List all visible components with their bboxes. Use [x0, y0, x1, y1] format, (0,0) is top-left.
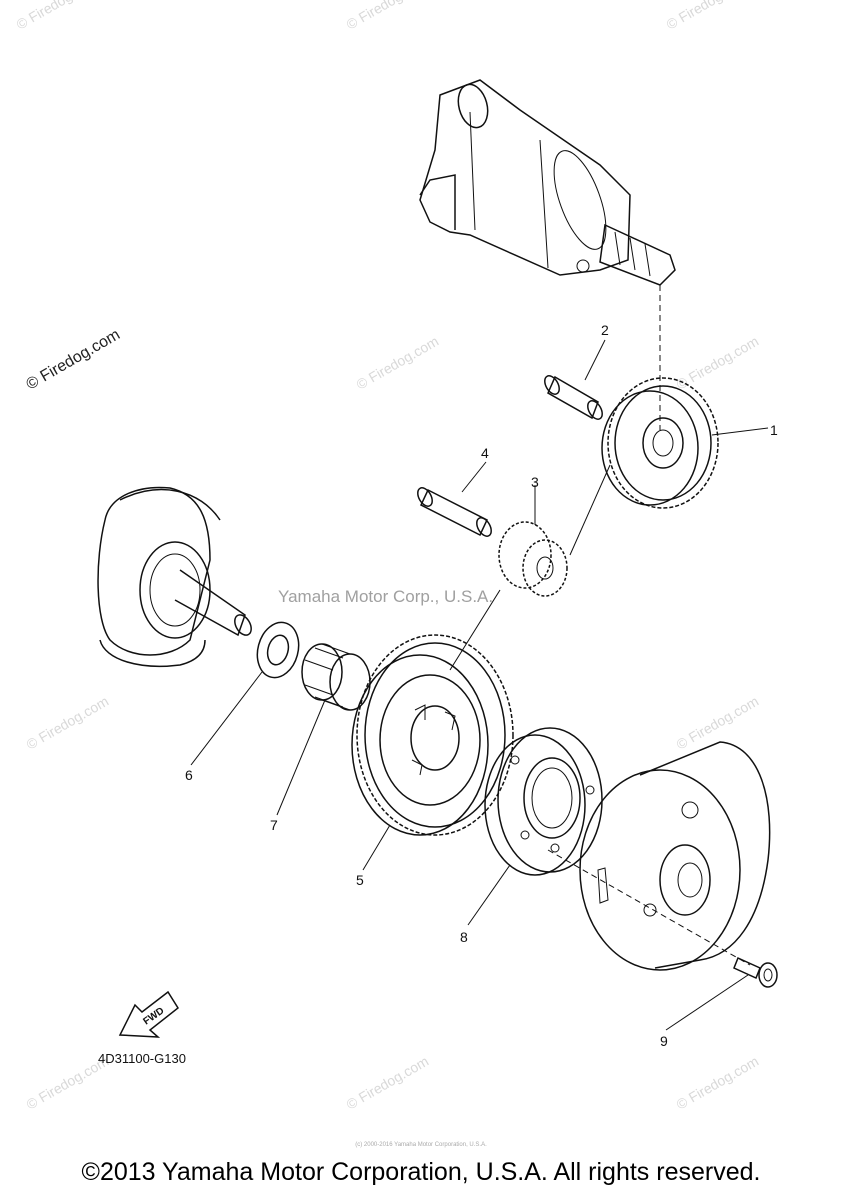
firedog-watermark-dark: © Firedog.com: [24, 326, 124, 393]
part-2-pin: [544, 375, 603, 420]
callout-numbers: 1 2 3 4 5 6 7 8 9: [185, 322, 778, 1049]
watermark: © Firedog.com: [674, 1053, 762, 1113]
callout-6: 6: [185, 767, 193, 783]
part-5-starter-wheel-gear: [351, 634, 514, 836]
crankshaft: [97, 486, 252, 667]
watermark: © Firedog.com: [354, 333, 442, 393]
small-print: (c) 2000-2016 Yamaha Motor Corporation, …: [355, 1142, 487, 1148]
part-8-starter-clutch: [484, 727, 603, 876]
diagram-code: 4D31100-G130: [98, 1051, 186, 1066]
part-3-idler-gear: [498, 521, 568, 597]
starter-motor: [419, 79, 676, 430]
part-9-bolt: [733, 956, 778, 988]
part-1-gear: [601, 377, 719, 509]
callout-1: 1: [770, 422, 778, 438]
callout-5: 5: [356, 872, 364, 888]
watermark: © Firedog.com: [14, 0, 102, 33]
callout-3: 3: [531, 474, 539, 490]
watermark: © Firedog.com: [344, 1053, 432, 1113]
watermark: © Firedog.com: [344, 0, 432, 33]
copyright-text: ©2013 Yamaha Motor Corporation, U.S.A. A…: [81, 1158, 761, 1186]
flywheel-rotor: [547, 741, 771, 971]
callout-4: 4: [481, 445, 489, 461]
callout-8: 8: [460, 929, 468, 945]
center-watermark: Yamaha Motor Corp., U.S.A.: [278, 587, 493, 606]
fwd-arrow-icon: FWD: [118, 990, 179, 1038]
leader-lines: [190, 339, 769, 1031]
watermark: © Firedog.com: [24, 693, 112, 753]
part-7-needle-bearing: [301, 643, 371, 711]
callout-2: 2: [601, 322, 609, 338]
part-6-washer: [256, 621, 300, 679]
callout-7: 7: [270, 817, 278, 833]
watermark: © Firedog.com: [664, 0, 752, 33]
part-4-pin: [417, 487, 492, 537]
watermark-group: © Firedog.com © Firedog.com © Firedog.co…: [14, 0, 762, 1113]
callout-9: 9: [660, 1033, 668, 1049]
